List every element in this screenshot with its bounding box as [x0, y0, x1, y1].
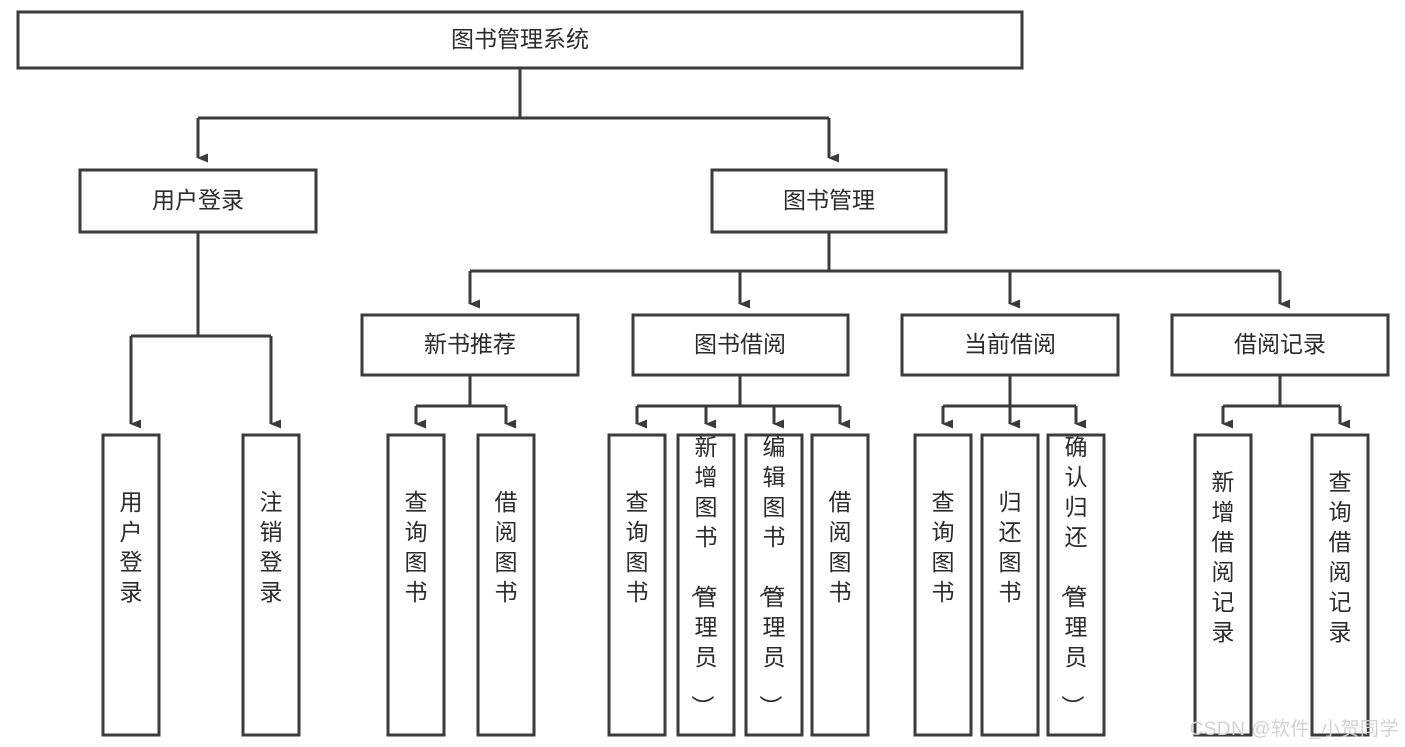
node-current-borrow[interactable]: 当前借阅	[900, 313, 1120, 377]
node-leaf-add-book[interactable]: 新增图书（管理员）	[676, 433, 736, 737]
node-leaf-add-book-label: 新增图书（管理员）	[690, 434, 718, 718]
node-book-borrow-label: 图书借阅	[694, 331, 786, 357]
node-leaf-query-record-label: 查询借阅记录	[1329, 469, 1352, 645]
node-leaf-confirm-return-box	[1046, 433, 1106, 737]
connector-group-book-borrow-to-leaves	[635, 375, 850, 429]
node-leaf-edit-book-box	[744, 433, 804, 737]
node-new-book-rec[interactable]: 新书推荐	[360, 313, 580, 377]
node-leaf-borrow-book-box	[810, 433, 870, 737]
node-current-borrow-box	[900, 313, 1120, 377]
node-leaf-query-book-label: 查询图书	[626, 489, 649, 605]
node-leaf-user-logout-box	[241, 433, 301, 737]
node-leaf-confirm-return[interactable]: 确认归还（管理员）	[1046, 433, 1106, 737]
node-leaf-user-login[interactable]: 用户登录	[101, 433, 161, 737]
node-leaf-add-record[interactable]: 新增借阅记录	[1193, 433, 1253, 737]
node-leaf-query-book-cur-box	[913, 433, 973, 737]
connector-group-borrow-record-to-leaves	[1221, 375, 1350, 429]
connector-group-book-manage-to-level3	[468, 232, 1290, 309]
node-current-borrow-label: 当前借阅	[964, 331, 1056, 357]
node-borrow-record[interactable]: 借阅记录	[1170, 313, 1390, 377]
node-leaf-add-record-label: 新增借阅记录	[1212, 469, 1235, 645]
node-root[interactable]: 图书管理系统	[16, 10, 1024, 70]
node-leaf-borrow-book-rec-label: 借阅图书	[495, 489, 518, 605]
node-new-book-rec-box	[360, 313, 580, 377]
node-leaf-user-logout-label: 注销登录	[260, 489, 283, 605]
node-book-manage[interactable]: 图书管理	[710, 168, 948, 234]
node-leaf-user-logout[interactable]: 注销登录	[241, 433, 301, 737]
node-leaf-borrow-book-label: 借阅图书	[829, 489, 852, 605]
node-leaf-borrow-book[interactable]: 借阅图书	[810, 433, 870, 737]
connector-group-root-to-level2	[196, 68, 839, 163]
node-new-book-rec-label: 新书推荐	[424, 331, 516, 357]
node-leaf-query-book-rec-label: 查询图书	[405, 489, 428, 605]
node-leaf-return-book-box	[980, 433, 1040, 737]
node-leaf-query-book-cur[interactable]: 查询图书	[913, 433, 973, 737]
node-leaf-query-book-rec[interactable]: 查询图书	[386, 433, 446, 737]
node-user-login[interactable]: 用户登录	[78, 168, 318, 234]
node-leaf-query-book[interactable]: 查询图书	[607, 433, 667, 737]
node-leaf-query-record-box	[1310, 433, 1370, 737]
node-leaf-user-login-label: 用户登录	[120, 489, 143, 605]
node-leaf-add-record-box	[1193, 433, 1253, 737]
node-leaf-confirm-return-label: 确认归还（管理员）	[1060, 434, 1088, 718]
node-leaf-add-book-box	[676, 433, 736, 737]
node-leaf-edit-book-label: 编辑图书（管理员）	[758, 434, 786, 718]
node-leaf-query-record[interactable]: 查询借阅记录	[1310, 433, 1370, 737]
node-book-borrow[interactable]: 图书借阅	[631, 313, 850, 377]
node-leaf-user-login-box	[101, 433, 161, 737]
node-user-login-label: 用户登录	[152, 187, 244, 213]
node-book-manage-box	[710, 168, 948, 234]
node-leaf-borrow-book-rec-box	[476, 433, 536, 737]
connector-group-new-book-rec-to-leaves	[414, 375, 516, 429]
node-user-login-box	[78, 168, 318, 234]
node-leaf-query-book-box	[607, 433, 667, 737]
connector-group-user-login-to-leaves	[129, 232, 281, 429]
node-borrow-record-box	[1170, 313, 1390, 377]
node-leaf-return-book-label: 归还图书	[999, 489, 1022, 605]
node-root-box	[16, 10, 1024, 70]
node-root-label: 图书管理系统	[451, 26, 589, 52]
node-borrow-record-label: 借阅记录	[1234, 331, 1326, 357]
node-leaf-query-book-rec-box	[386, 433, 446, 737]
node-leaf-borrow-book-rec[interactable]: 借阅图书	[476, 433, 536, 737]
node-book-manage-label: 图书管理	[783, 187, 875, 213]
connector-group-current-borrow-to-leaves	[941, 375, 1086, 429]
node-leaf-query-book-cur-label: 查询图书	[932, 489, 955, 605]
node-leaf-return-book[interactable]: 归还图书	[980, 433, 1040, 737]
node-book-borrow-box	[631, 313, 850, 377]
node-leaf-edit-book[interactable]: 编辑图书（管理员）	[744, 433, 804, 737]
